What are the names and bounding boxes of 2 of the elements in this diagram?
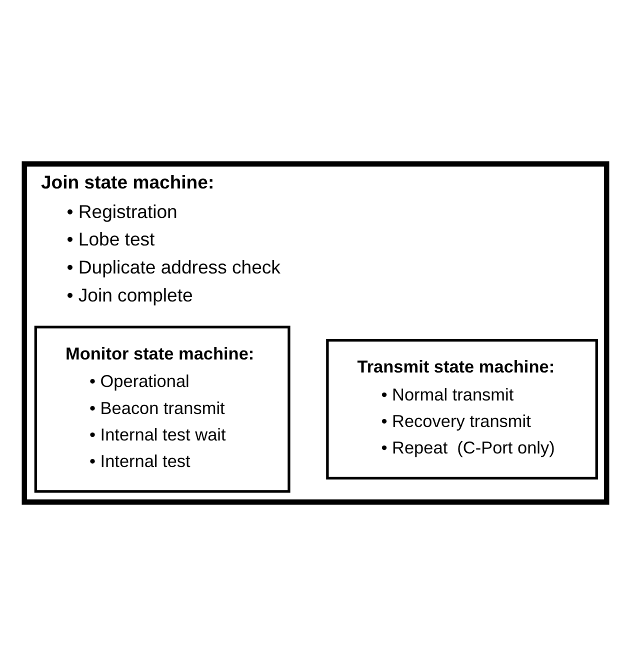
node-box: Transmit state machine: • Normal transmit • Recovery transmit • Repeat (C-Port only) (326, 338, 598, 480)
node-box: Monitor state machine: • Operational • Beacon transmit • Internal test wait • Internal test (34, 325, 290, 492)
